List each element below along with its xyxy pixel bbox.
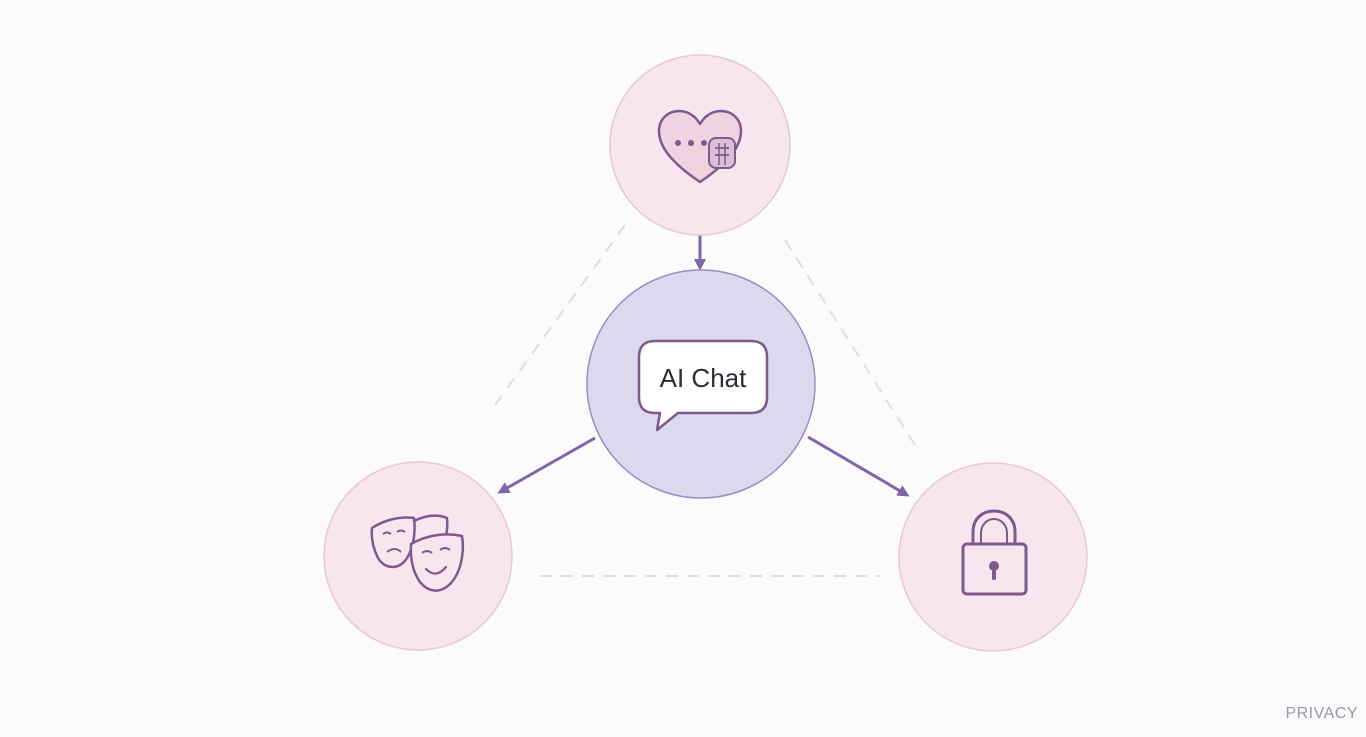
arrow-center-to-right [807, 435, 910, 497]
heart-chat-icon [657, 109, 743, 184]
corner-label: PRIVACY [1285, 705, 1358, 722]
node-privacy [898, 462, 1088, 652]
node-roleplay [323, 461, 513, 651]
center-node-label: AI Chat [660, 363, 747, 393]
node-ai-chat[interactable]: AI Chat [586, 269, 816, 499]
arrow-center-to-left [497, 436, 596, 494]
node-companionship [609, 54, 791, 236]
speech-bubble-icon [637, 339, 769, 432]
theater-masks-icon [370, 514, 465, 592]
padlock-icon [961, 509, 1028, 596]
dashed-line-left [494, 224, 626, 406]
